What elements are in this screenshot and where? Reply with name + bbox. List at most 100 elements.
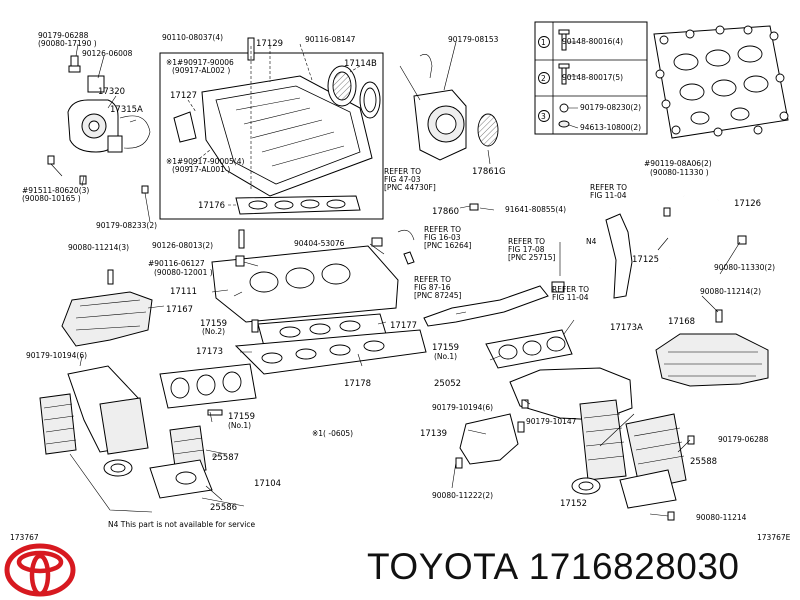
label-l66: 17168 [668, 317, 695, 327]
corner-code-right: 173767E [757, 533, 791, 542]
label-l57: REFER TO [590, 183, 627, 192]
label-l30: 90404-53076 [294, 239, 345, 248]
footnote-range: ※1( -0605) [312, 429, 353, 438]
label-l76: 90080-11214 [696, 513, 747, 522]
label-l63: 17125 [632, 255, 659, 265]
label-l23: 17861G [472, 167, 506, 177]
label-l58: FIG 11-04 [590, 191, 627, 200]
label-l53: (No.1) [228, 421, 251, 430]
legend-table [534, 21, 648, 135]
label-l71: 17139 [420, 429, 447, 439]
gasket-17178 [234, 329, 427, 375]
label-l04: 17320 [98, 87, 125, 97]
label-l07: (90080-10165 ) [22, 194, 81, 203]
label-l28: #90116-06127 [148, 259, 205, 268]
label-l59: N4 [586, 237, 597, 246]
label-l09: 90110-08037(4) [162, 33, 223, 42]
label-l52: 17159 [228, 412, 255, 422]
footnote-note: N4 This part is not available for servic… [108, 520, 255, 529]
label-l11: 90116-08147 [305, 35, 356, 44]
label-l55: 17104 [254, 479, 281, 489]
label-l37: 17111 [170, 287, 197, 297]
label-l45: (No.2) [202, 327, 225, 336]
label-l17: (90917-AL001 ) [172, 165, 230, 174]
legend-num-3: 3 [541, 112, 546, 121]
label-l02: (90080-17190 ) [38, 39, 97, 48]
label-l38: REFER TO [414, 275, 451, 284]
part-labels: 90179-06288 (90080-17190 ) 90126-06008 1… [10, 31, 791, 542]
label-l46: 17177 [390, 321, 417, 331]
exhaust-manifold-right [509, 367, 695, 521]
label-l36: [PNC 25715] [508, 253, 556, 262]
heat-insulator-left [61, 269, 153, 347]
label-l73: 25588 [690, 457, 717, 467]
bracket-17139 [455, 413, 525, 469]
label-l12: 17114B [344, 59, 377, 69]
label-l22: [PNC 44730F] [384, 183, 436, 192]
label-l69: 90179-10194(6) [432, 403, 493, 412]
label-l62: 17126 [734, 199, 761, 209]
label-l64: 90080-11330(2) [714, 263, 775, 272]
leader-lines [147, 207, 741, 517]
label-l75: 17152 [560, 499, 587, 509]
brand-name: TOYOTA [367, 546, 519, 587]
label-l70: 90179-10147 [526, 417, 577, 426]
label-l48: 17178 [344, 379, 371, 389]
legend-num-1: 1 [541, 38, 546, 47]
label-l74: 90080-11222(2) [432, 491, 493, 500]
label-l16: ※1#90917-90005(4) [166, 157, 244, 166]
label-l19: 90179-08153 [448, 35, 499, 44]
label-l60: #90119-08A06(2) [644, 159, 712, 168]
label-l31: REFER TO [424, 225, 461, 234]
label-l40: [PNC 87245] [414, 291, 462, 300]
label-l26: 90080-11214(3) [68, 243, 129, 252]
legend-code-1: 90148-80016(4) [562, 37, 623, 46]
label-l03: 90126-06008 [82, 49, 133, 58]
label-l08: 90179-08233(2) [96, 221, 157, 230]
label-l68: 25052 [434, 379, 461, 389]
label-l54: 25587 [212, 453, 239, 463]
label-l50: 17159 [432, 343, 459, 353]
label-l56: 25586 [210, 503, 237, 513]
label-l34: REFER TO [508, 237, 545, 246]
gasket-17173 [159, 363, 257, 416]
label-l51: (No.1) [434, 352, 457, 361]
gasket-17177 [257, 313, 387, 347]
label-l43: 17167 [166, 305, 193, 315]
label-l06: #91511-80620(3) [22, 186, 89, 195]
dipstick-bracket [423, 281, 565, 327]
label-l39: FIG 87-16 [414, 283, 451, 292]
label-l42: FIG 11-04 [552, 293, 589, 302]
label-l18: 17176 [198, 201, 225, 211]
label-l27: 90126-08013(2) [152, 241, 213, 250]
label-l05: 17315A [110, 105, 143, 115]
label-l41: REFER TO [552, 285, 589, 294]
label-l14: (90917-AL002 ) [172, 66, 230, 75]
air-valve-assembly [47, 43, 151, 223]
label-l33: [PNC 16264] [424, 241, 472, 250]
toyota-logo-icon [4, 543, 76, 597]
label-l35: FIG 17-08 [508, 245, 545, 254]
label-l72: 90179-06288 [718, 435, 769, 444]
lower-intake [211, 229, 415, 333]
legend-num-2: 2 [541, 74, 546, 83]
label-l24: 17860 [432, 207, 459, 217]
manifold-gasket [653, 25, 789, 139]
label-l47: 17173 [196, 347, 223, 357]
label-l29: (90080-12001 ) [154, 268, 213, 277]
label-l21: FIG 47-03 [384, 175, 421, 184]
throttle-body [399, 41, 499, 211]
legend-code-3: 90179-08230(2) [580, 103, 641, 112]
label-l65: 90080-11214(2) [700, 287, 761, 296]
label-l01: 90179-06288 [38, 31, 89, 40]
corner-code-left: 173767 [10, 533, 39, 542]
guide-bracket [605, 213, 633, 299]
label-l67: 17173A [610, 323, 643, 333]
label-l15: 17127 [170, 91, 197, 101]
part-number: 1716828030 [528, 546, 740, 587]
label-l13: ※1#90917-90006 [166, 58, 234, 67]
gasket-17173A [485, 329, 573, 369]
label-l25: 91641-80855(4) [505, 205, 566, 214]
label-l49: 90179-10194(6) [26, 351, 87, 360]
